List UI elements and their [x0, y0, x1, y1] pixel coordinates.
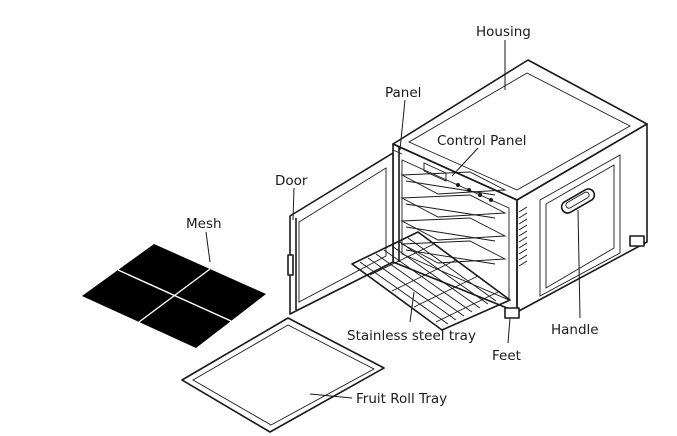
leader-feet — [507, 317, 511, 344]
label-door: Door — [275, 173, 308, 189]
label-panel: Panel — [385, 85, 421, 101]
leader-fruit-roll-tray — [309, 393, 353, 399]
labels: Housing Panel Control Panel Door Mesh Ha… — [186, 24, 599, 407]
control-button-1 — [456, 183, 460, 187]
housing-top-inset — [408, 72, 631, 191]
foot-front — [504, 307, 520, 319]
door-outer — [289, 152, 394, 315]
handle-shape — [560, 188, 596, 214]
leader-lines — [205, 40, 581, 399]
interior-shelves — [400, 171, 507, 265]
label-stainless-steel-tray: Stainless steel tray — [347, 328, 476, 344]
fruit-tray-outer — [181, 317, 385, 433]
mesh — [82, 244, 266, 348]
leader-steel-tray — [409, 291, 415, 323]
control-button-3 — [478, 193, 482, 197]
fruit-tray-inner — [192, 324, 375, 426]
control-display — [423, 162, 447, 182]
label-mesh: Mesh — [186, 216, 222, 232]
label-fruit-roll-tray: Fruit Roll Tray — [356, 391, 447, 407]
control-button-4 — [489, 198, 493, 202]
leader-panel — [399, 99, 406, 151]
leader-door — [292, 187, 295, 221]
leader-handle — [577, 209, 581, 319]
side-panel-recess — [539, 154, 621, 297]
leader-control-panel — [451, 147, 479, 177]
door — [287, 152, 394, 315]
fruit-roll-tray — [181, 317, 385, 433]
label-handle: Handle — [551, 322, 599, 338]
label-control-panel: Control Panel — [437, 133, 527, 149]
foot-back — [629, 235, 645, 247]
leader-mesh — [205, 231, 211, 263]
door-hinge — [287, 254, 294, 276]
label-housing: Housing — [476, 24, 531, 40]
label-feet: Feet — [492, 348, 521, 364]
dehydrator-unit — [392, 59, 648, 319]
side-panel-inner — [545, 164, 615, 289]
door-inner — [298, 167, 387, 303]
vent-slots — [518, 206, 528, 267]
